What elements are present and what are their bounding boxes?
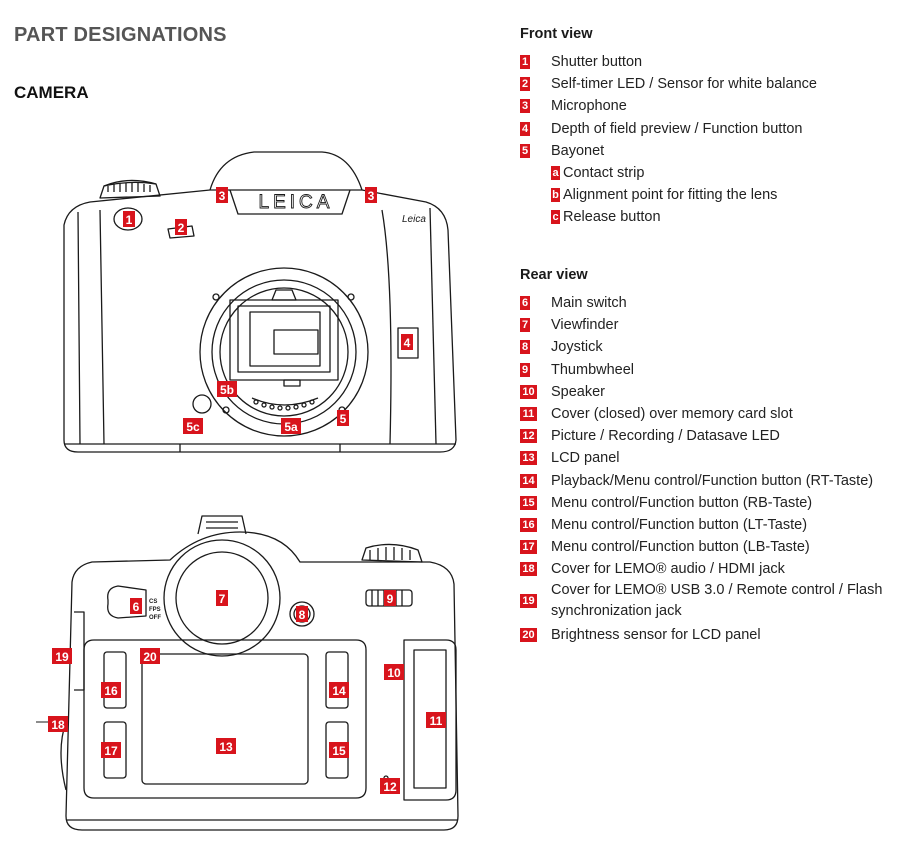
svg-text:16: 16: [104, 684, 118, 698]
svg-text:1: 1: [126, 213, 133, 227]
callout-7: 7: [216, 590, 228, 606]
svg-text:5a: 5a: [284, 420, 298, 434]
callout-15: 15: [329, 742, 349, 758]
camera-diagrams: LEICA Leica CS FPS OFF 1 2 3 3 4 5b 5c 5…: [36, 151, 459, 831]
svg-text:18: 18: [51, 718, 65, 732]
logo-script: Leica: [402, 214, 426, 225]
brand-lettering: LEICA: [259, 192, 334, 213]
svg-text:20: 20: [143, 650, 157, 664]
svg-text:3: 3: [219, 189, 226, 203]
callout-20: 20: [140, 648, 160, 664]
callout-5b: 5b: [217, 381, 237, 397]
callout-8: 8: [296, 606, 308, 622]
callout-11: 11: [426, 712, 446, 728]
svg-text:14: 14: [332, 684, 346, 698]
callout-17: 17: [101, 742, 121, 758]
svg-text:11: 11: [430, 714, 443, 728]
switch-label-fps: FPS: [149, 607, 161, 613]
svg-text:13: 13: [219, 740, 233, 754]
callout-12: 12: [380, 778, 400, 794]
callout-3-right: 3: [365, 187, 377, 203]
callout-18: 18: [48, 716, 68, 732]
rear-view-drawing: [60, 515, 459, 831]
callout-10: 10: [384, 664, 404, 680]
front-view-heading: Front view: [520, 26, 593, 42]
rear-view-heading: Rear view: [520, 267, 588, 283]
callout-5a: 5a: [281, 418, 301, 434]
svg-text:12: 12: [383, 780, 397, 794]
svg-text:3: 3: [368, 189, 375, 203]
callout-4: 4: [401, 334, 413, 350]
callout-6: 6: [130, 598, 142, 614]
callout-5c: 5c: [183, 418, 203, 434]
svg-text:2: 2: [178, 221, 185, 235]
callout-3-left: 3: [216, 187, 228, 203]
svg-text:6: 6: [133, 600, 140, 614]
callout-13: 13: [216, 738, 236, 754]
callout-2: 2: [175, 219, 187, 235]
callout-5: 5: [337, 410, 349, 426]
callout-19: 19: [52, 648, 72, 664]
callout-9: 9: [384, 590, 396, 606]
svg-text:7: 7: [219, 592, 226, 606]
callout-1: 1: [123, 211, 135, 227]
svg-text:5b: 5b: [220, 383, 234, 397]
svg-text:4: 4: [404, 336, 411, 350]
svg-text:19: 19: [55, 650, 69, 664]
svg-text:8: 8: [299, 608, 306, 622]
svg-text:15: 15: [332, 744, 346, 758]
callout-14: 14: [329, 682, 349, 698]
callout-16: 16: [101, 682, 121, 698]
svg-text:17: 17: [104, 744, 118, 758]
section-title: CAMERA: [14, 83, 89, 102]
switch-label-off: OFF: [149, 615, 161, 621]
svg-text:5: 5: [340, 412, 347, 426]
svg-text:9: 9: [387, 592, 394, 606]
svg-text:5c: 5c: [186, 420, 200, 434]
switch-label-cs: CS: [149, 599, 157, 605]
svg-text:10: 10: [387, 666, 401, 680]
page-title: PART DESIGNATIONS: [14, 24, 227, 46]
